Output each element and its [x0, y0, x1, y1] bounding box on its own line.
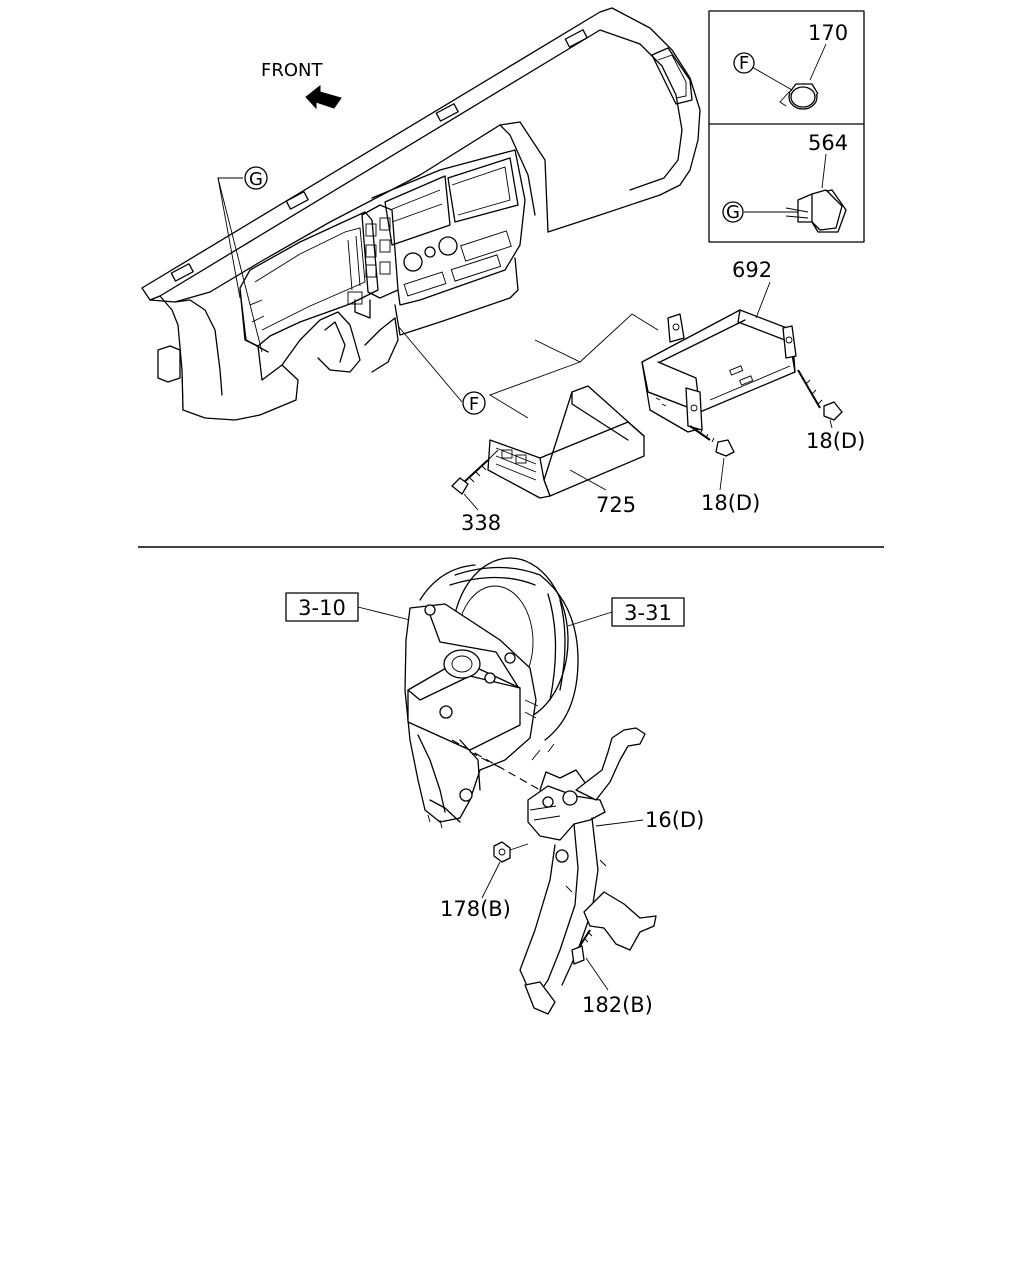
defrost-vent — [564, 29, 588, 48]
ref-box-3-10 — [285, 592, 359, 622]
part-number-182b: 182(B) — [582, 993, 653, 1017]
front-arrow-icon — [305, 84, 342, 110]
callout-g-inset-letter: G — [726, 202, 740, 223]
part-number-692: 692 — [732, 258, 772, 282]
callout-g-main: G — [217, 166, 268, 353]
front-direction-indicator: FRONT — [261, 60, 342, 110]
part-number-18d-right: 18(D) — [806, 429, 865, 453]
part-number-18d-center: 18(D) — [701, 491, 760, 515]
part-number-170: 170 — [808, 21, 848, 45]
part-number-178b: 178(B) — [440, 897, 511, 921]
part-16d-pedal-bracket: 16(D) — [519, 727, 704, 1015]
instrument-panel-drawing — [141, 7, 701, 421]
detail-inset: F 170 G 564 — [708, 10, 865, 243]
defrost-vent — [285, 191, 309, 210]
part-170-cap: F 170 — [733, 21, 848, 110]
brake-booster-assembly: 3-31 3-10 — [285, 557, 704, 1017]
side-switch — [157, 345, 181, 383]
part-18d-bolt-center: 18(D) — [689, 425, 760, 515]
defrost-vent — [435, 103, 459, 122]
part-number-725: 725 — [596, 493, 636, 517]
ref-3-10: 3-10 — [298, 596, 346, 620]
part-692-bracket: 692 — [641, 258, 797, 433]
part-725-pocket: 725 — [487, 385, 645, 517]
part-number-338: 338 — [461, 511, 501, 535]
callout-f-letter: F — [469, 394, 479, 415]
part-564-switch: G 564 — [722, 131, 848, 233]
part-178b-nut: 178(B) — [440, 841, 529, 921]
callout-f-inset-letter: F — [739, 53, 749, 74]
part-number-16d: 16(D) — [645, 808, 704, 832]
callout-f-main: F — [397, 325, 486, 415]
front-label: FRONT — [261, 60, 323, 81]
radio-bracket-assembly: 692 725 338 18( — [451, 258, 865, 535]
callout-g-letter: G — [249, 169, 263, 190]
defrost-vent — [170, 263, 194, 282]
part-182b-bolt: 182(B) — [571, 929, 653, 1017]
part-number-564: 564 — [808, 131, 848, 155]
part-18d-bolt-right: 18(D) — [797, 369, 865, 453]
ref-3-31: 3-31 — [624, 601, 672, 625]
part-338-screw: 338 — [451, 449, 501, 535]
